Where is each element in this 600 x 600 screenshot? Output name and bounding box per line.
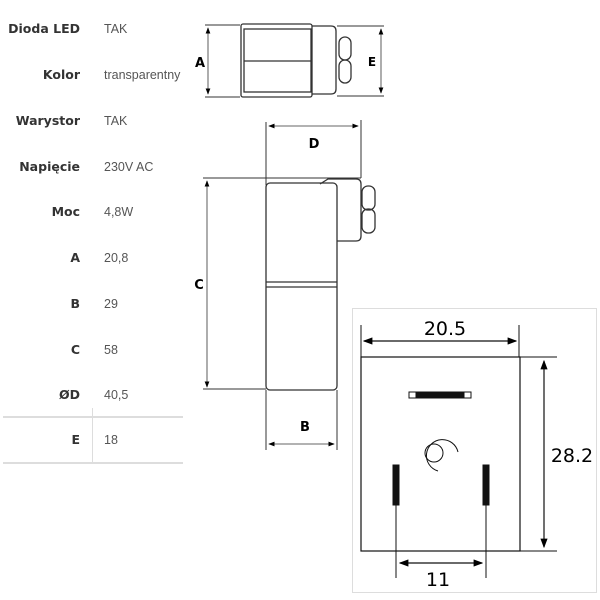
- spec-label: Napięcie: [19, 159, 80, 174]
- top-view: [205, 23, 384, 98]
- spec-row-led: Dioda LED TAK: [0, 19, 185, 39]
- dim-d-label: D: [309, 137, 320, 152]
- spec-row-power: Moc 4,8W: [0, 202, 185, 222]
- spec-row-e: E 18: [0, 430, 185, 450]
- spec-label: Dioda LED: [8, 21, 80, 36]
- spec-label: A: [70, 250, 80, 265]
- spec-value: 29: [104, 297, 118, 311]
- spec-row-b: B 29: [0, 294, 185, 314]
- spec-row-varistor: Warystor TAK: [0, 111, 185, 131]
- dim-b-label: B: [300, 420, 310, 435]
- dim-e-label: E: [368, 55, 376, 69]
- pinout-width-label: 20.5: [424, 318, 466, 340]
- pin-spacing-label: 11: [426, 569, 450, 591]
- spec-value: TAK: [104, 22, 128, 36]
- spec-label: Moc: [51, 204, 80, 219]
- pinout-diagram: [352, 308, 597, 593]
- spec-row-voltage: Napięcie 230V AC: [0, 157, 185, 177]
- spec-value: 230V AC: [104, 160, 154, 174]
- divider: [3, 416, 183, 418]
- spec-value: 18: [104, 433, 118, 447]
- divider: [92, 408, 93, 463]
- spec-label: ØD: [58, 387, 80, 402]
- side-view: [203, 120, 376, 450]
- divider: [3, 462, 183, 464]
- spec-label: C: [70, 342, 80, 357]
- spec-value: 40,5: [104, 388, 129, 402]
- dim-a-label: A: [195, 56, 205, 71]
- spec-value: TAK: [104, 114, 128, 128]
- spec-row-d: ØD 40,5: [0, 385, 185, 405]
- spec-value: transparentny: [104, 68, 181, 82]
- spec-value: 58: [104, 343, 118, 357]
- spec-label: B: [70, 296, 80, 311]
- spec-label: E: [71, 432, 80, 447]
- spec-label: Kolor: [42, 67, 80, 82]
- spec-value: 4,8W: [104, 205, 134, 219]
- spec-row-c: C 58: [0, 340, 185, 360]
- dim-c-label: C: [194, 278, 204, 293]
- pinout-height-label: 28.2: [551, 445, 593, 467]
- spec-row-color: Kolor transparentny: [0, 65, 185, 85]
- spec-row-a: A 20,8: [0, 248, 185, 268]
- spec-value: 20,8: [104, 251, 129, 265]
- spec-label: Warystor: [15, 113, 80, 128]
